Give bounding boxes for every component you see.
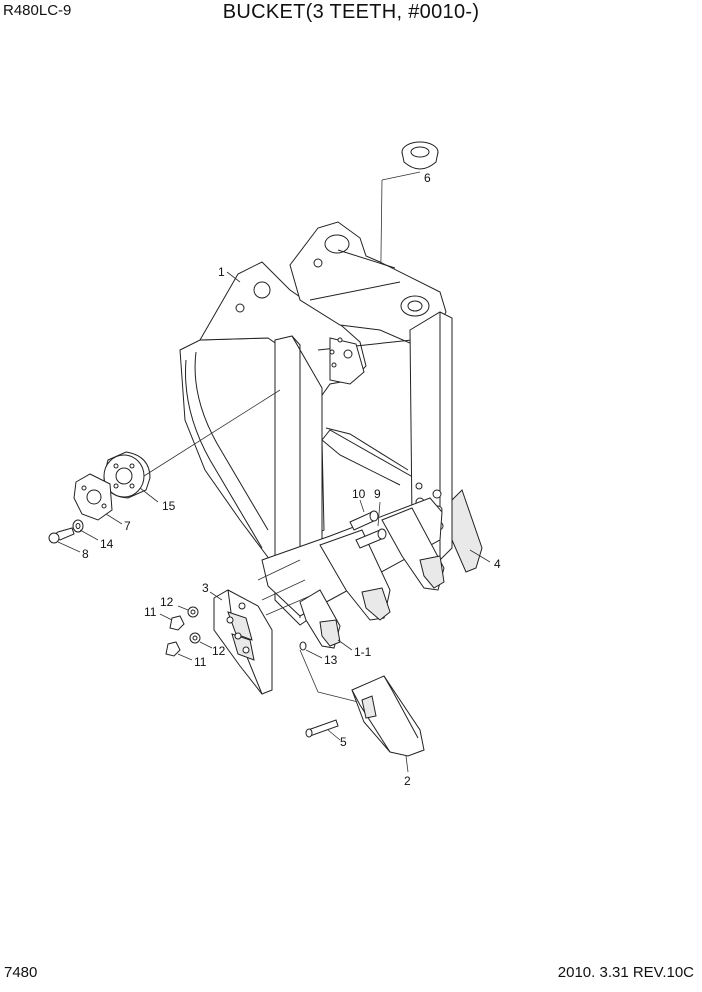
callout-6: 6: [424, 171, 431, 185]
part-4-side-cutter: [451, 489, 483, 573]
callout-1-1: 1-1: [354, 645, 372, 659]
callout-5: 5: [340, 735, 347, 749]
callout-7: 7: [124, 519, 131, 533]
part-8-bolt: [48, 527, 75, 544]
callout-13: 13: [324, 653, 338, 667]
callout-12b: 12: [212, 644, 226, 658]
part-6-bushing: [401, 141, 439, 170]
callout-4: 4: [494, 557, 501, 571]
model-label: R480LC-9: [3, 2, 72, 19]
page-number: 7480: [4, 964, 38, 981]
callout-14: 14: [100, 537, 114, 551]
part-9-10-bolts: [349, 510, 387, 549]
page-title: BUCKET(3 TEETH, #0010-): [222, 1, 480, 23]
callout-11b: 11: [194, 655, 207, 669]
callout-8: 8: [82, 547, 89, 561]
callout-1: 1: [218, 265, 225, 279]
callout-15: 15: [162, 499, 176, 513]
part-7-plate: [73, 473, 113, 521]
part-13-lock-washer: [299, 641, 307, 651]
callout-3: 3: [202, 581, 209, 595]
revision-date: 2010. 3.31 REV.10C: [557, 964, 694, 981]
part-3-wear-plate: [213, 589, 273, 695]
part-15-boss: [103, 451, 151, 499]
part-5-pin: [305, 719, 339, 738]
callout-2: 2: [404, 774, 411, 788]
callout-10: 10: [352, 487, 366, 501]
part-2-tooth: [351, 675, 425, 757]
part-1-bucket-body: [179, 221, 453, 649]
callout-12a: 12: [160, 595, 174, 609]
part-11-12-nuts-washers: [165, 606, 201, 657]
callout-9: 9: [374, 487, 381, 501]
callout-11a: 11: [144, 605, 157, 619]
part-14-washer: [72, 519, 84, 533]
